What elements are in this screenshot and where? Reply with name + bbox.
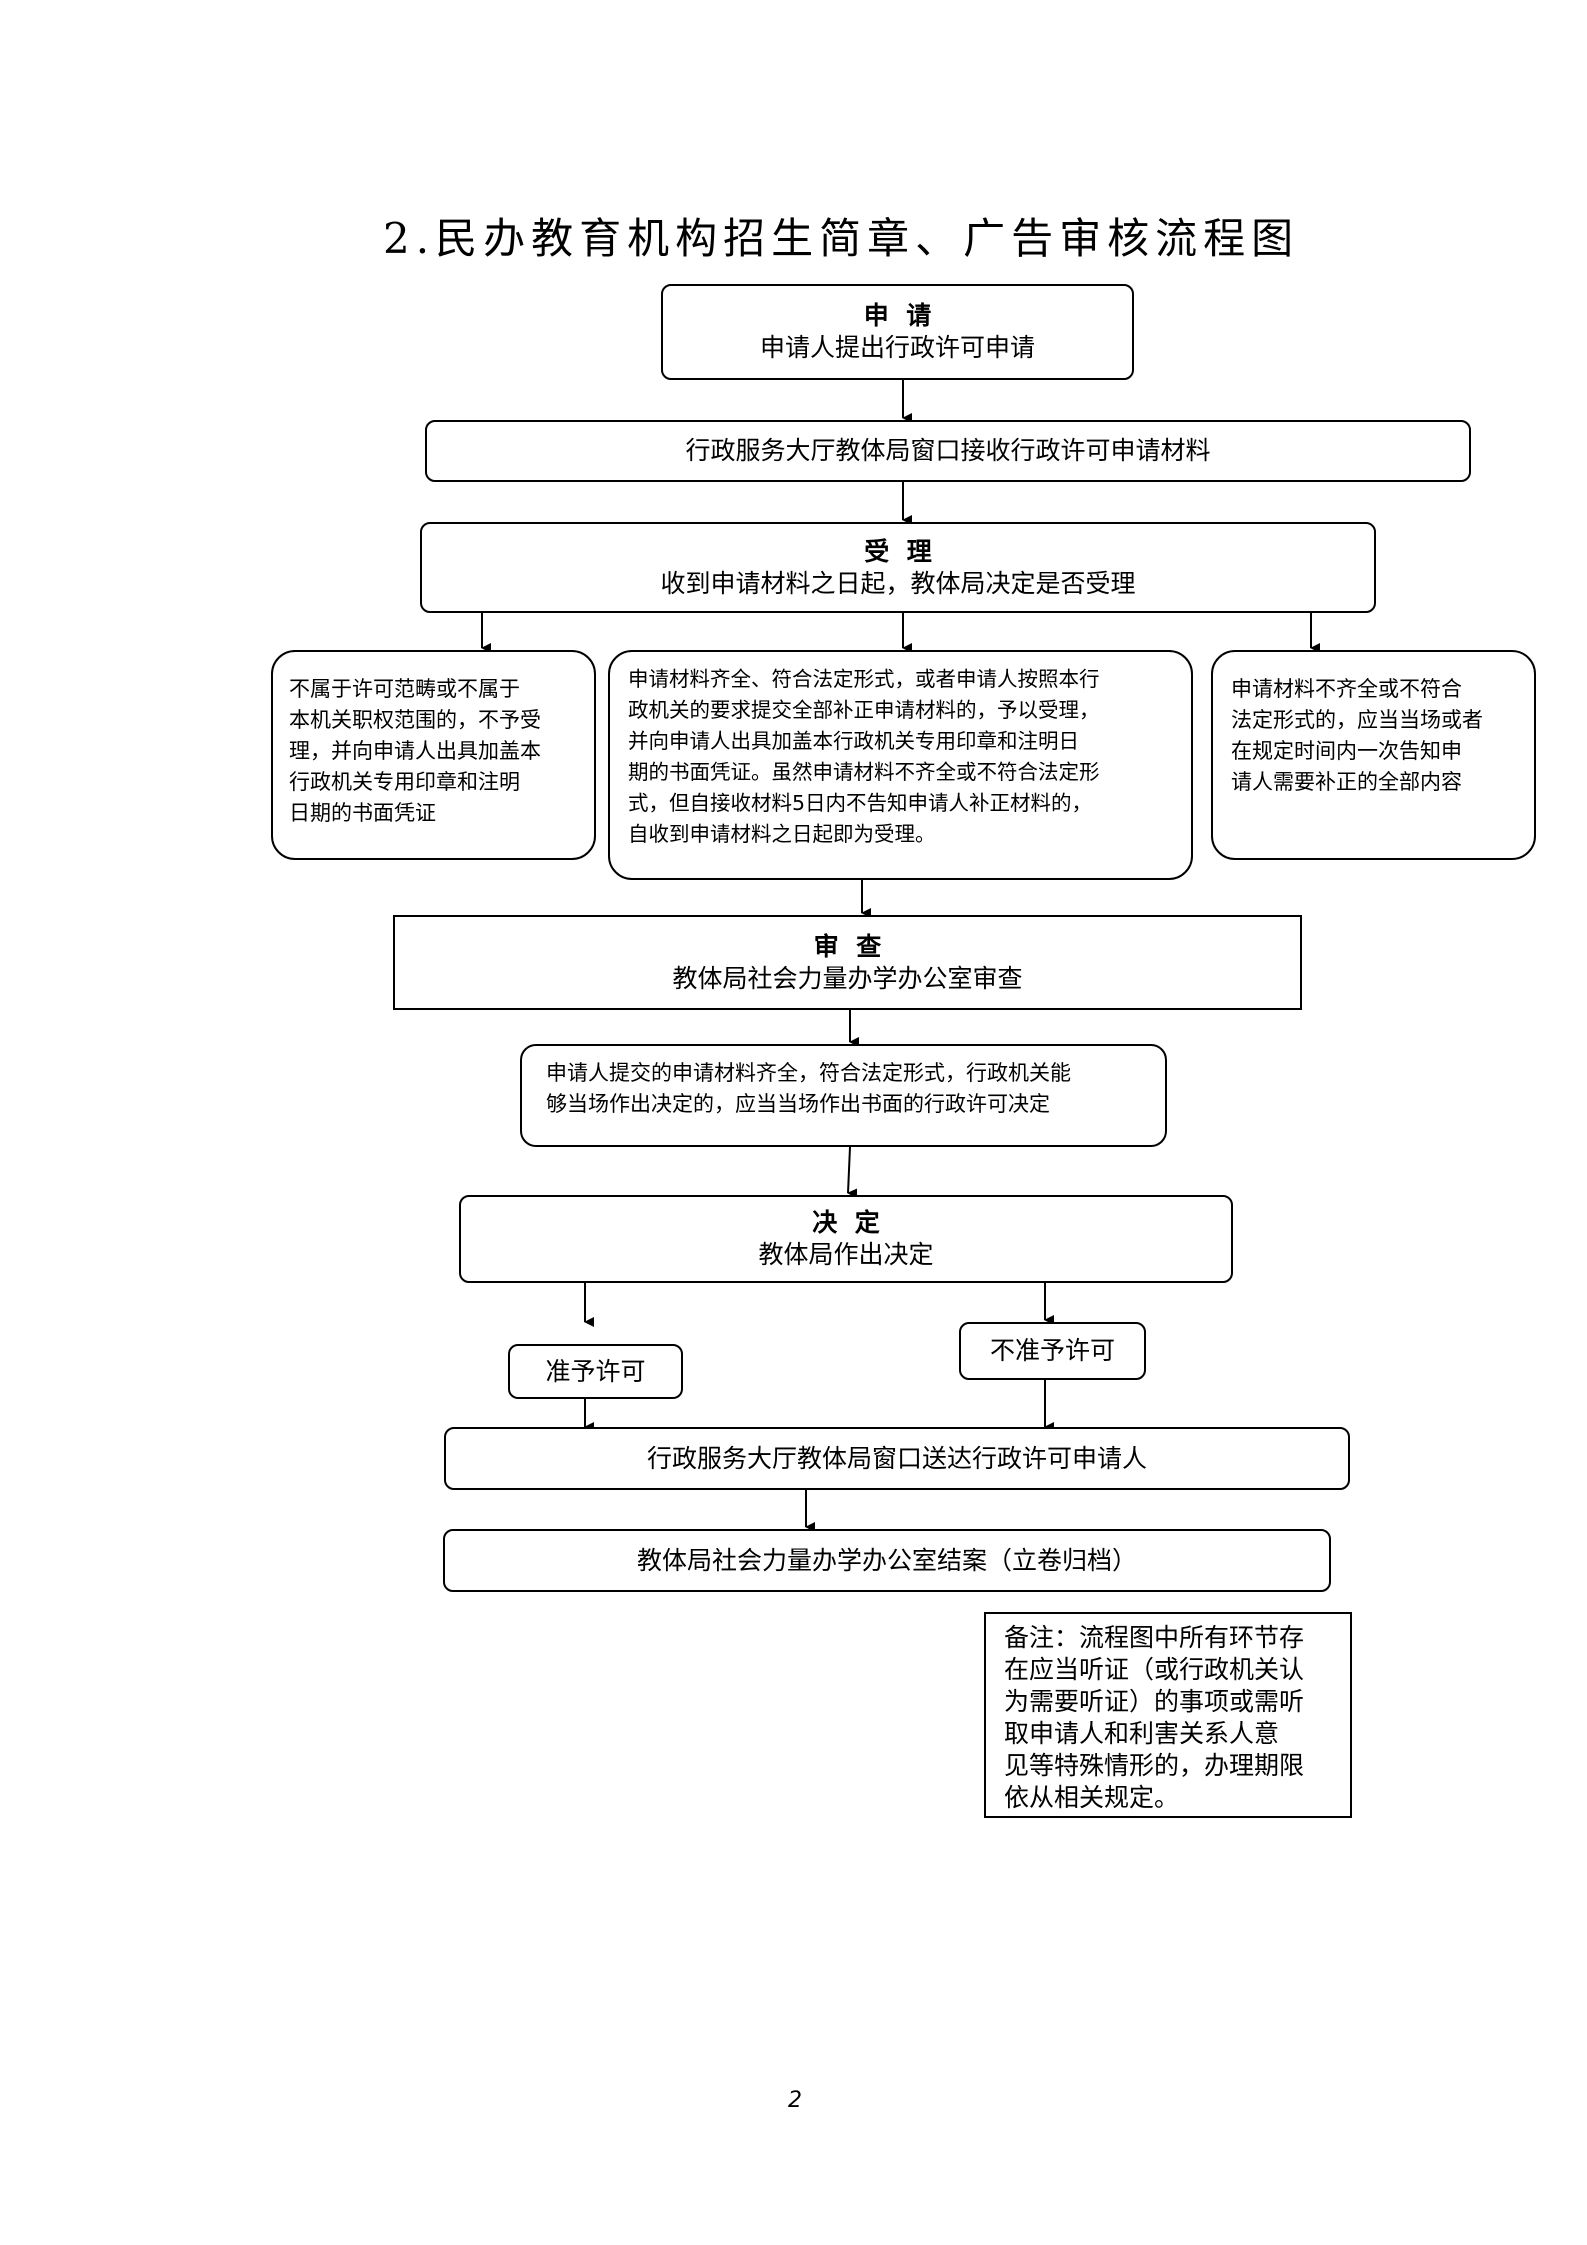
receive-box: 行政服务大厅教体局窗口接收行政许可申请材料 (425, 420, 1471, 482)
supplement-line: 请人需要补正的全部内容 (1231, 770, 1462, 794)
apply-text: 申请人提出行政许可申请 (759, 333, 1035, 362)
accepted-line: 政机关的要求提交全部补正申请材料的，予以受理， (628, 698, 1100, 722)
supplement-line: 法定形式的，应当当场或者 (1231, 708, 1483, 732)
decision-text: 教体局作出决定 (758, 1240, 934, 1269)
receive-text: 行政服务大厅教体局窗口接收行政许可申请材料 (685, 436, 1211, 465)
approve-box: 准予许可 (508, 1344, 683, 1399)
onsite-line: 申请人提交的申请材料齐全，符合法定形式，行政机关能 (546, 1061, 1071, 1085)
remark-note: 备注：流程图中所有环节存 在应当听证（或行政机关认 为需要听证）的事项或需听 取… (984, 1612, 1352, 1818)
deliver-box: 行政服务大厅教体局窗口送达行政许可申请人 (444, 1427, 1350, 1490)
apply-heading: 申 请 (863, 301, 932, 330)
note-line: 在应当听证（或行政机关认 (1004, 1655, 1305, 1684)
accepted-line: 并向申请人出具加盖本行政机关专用印章和注明日 (628, 729, 1079, 753)
supplement-box: 申请材料不齐全或不符合 法定形式的，应当当场或者 在规定时间内一次告知申 请人需… (1211, 650, 1536, 860)
deny-text: 不准予许可 (989, 1336, 1115, 1365)
accepted-line: 式，但自接收材料5日内不告知申请人补正材料的， (628, 791, 1093, 815)
apply-box: 申 请 申请人提出行政许可申请 (661, 284, 1134, 380)
page-number: 2 (788, 2088, 802, 2113)
page-title: 2.民办教育机构招生简章、广告审核流程图 (383, 214, 1300, 263)
note-line: 备注：流程图中所有环节存 (1004, 1623, 1305, 1652)
accepted-box: 申请材料齐全、符合法定形式，或者申请人按照本行 政机关的要求提交全部补正申请材料… (608, 650, 1193, 880)
archive-box: 教体局社会力量办学办公室结案（立卷归档） (443, 1529, 1331, 1592)
reject-line: 本机关职权范围的，不予受 (289, 708, 541, 732)
accept-heading: 受 理 (864, 536, 932, 566)
accepted-line: 申请材料齐全、符合法定形式，或者申请人按照本行 (628, 667, 1100, 691)
reject-line: 行政机关专用印章和注明 (289, 770, 520, 794)
accept-text: 收到申请材料之日起，教体局决定是否受理 (660, 568, 1136, 598)
review-box: 审 查 教体局社会力量办学办公室审查 (393, 915, 1302, 1010)
arrow-onsite-decision (847, 1146, 858, 1199)
onsite-box: 申请人提交的申请材料齐全，符合法定形式，行政机关能 够当场作出决定的，应当当场作… (520, 1044, 1167, 1147)
accepted-line: 期的书面凭证。虽然申请材料不齐全或不符合法定形 (628, 760, 1100, 784)
review-text: 教体局社会力量办学办公室审查 (672, 963, 1023, 993)
note-line: 取申请人和利害关系人意 (1004, 1719, 1280, 1748)
reject-line: 不属于许可范畴或不属于 (289, 677, 520, 701)
approve-text: 准予许可 (545, 1356, 646, 1386)
reject-box: 不属于许可范畴或不属于 本机关职权范围的，不予受 理，并向申请人出具加盖本 行政… (271, 650, 596, 860)
note-line: 见等特殊情形的，办理期限 (1004, 1751, 1305, 1780)
decision-box: 决 定 教体局作出决定 (459, 1195, 1233, 1283)
reject-line: 理，并向申请人出具加盖本 (289, 739, 541, 763)
deny-box: 不准予许可 (959, 1322, 1146, 1380)
decision-heading: 决 定 (812, 1208, 880, 1237)
review-heading: 审 查 (813, 931, 882, 961)
accepted-line: 自收到申请材料之日起即为受理。 (628, 822, 936, 846)
note-line: 依从相关规定。 (1004, 1783, 1180, 1812)
deliver-text: 行政服务大厅教体局窗口送达行政许可申请人 (646, 1443, 1147, 1473)
archive-text: 教体局社会力量办学办公室结案（立卷归档） (636, 1545, 1137, 1575)
supplement-line: 在规定时间内一次告知申 (1231, 739, 1462, 763)
reject-line: 日期的书面凭证 (289, 801, 436, 825)
note-line: 为需要听证）的事项或需听 (1004, 1687, 1305, 1716)
accept-box: 受 理 收到申请材料之日起，教体局决定是否受理 (420, 522, 1376, 613)
onsite-line: 够当场作出决定的，应当当场作出书面的行政许可决定 (546, 1092, 1050, 1116)
supplement-line: 申请材料不齐全或不符合 (1231, 677, 1462, 701)
